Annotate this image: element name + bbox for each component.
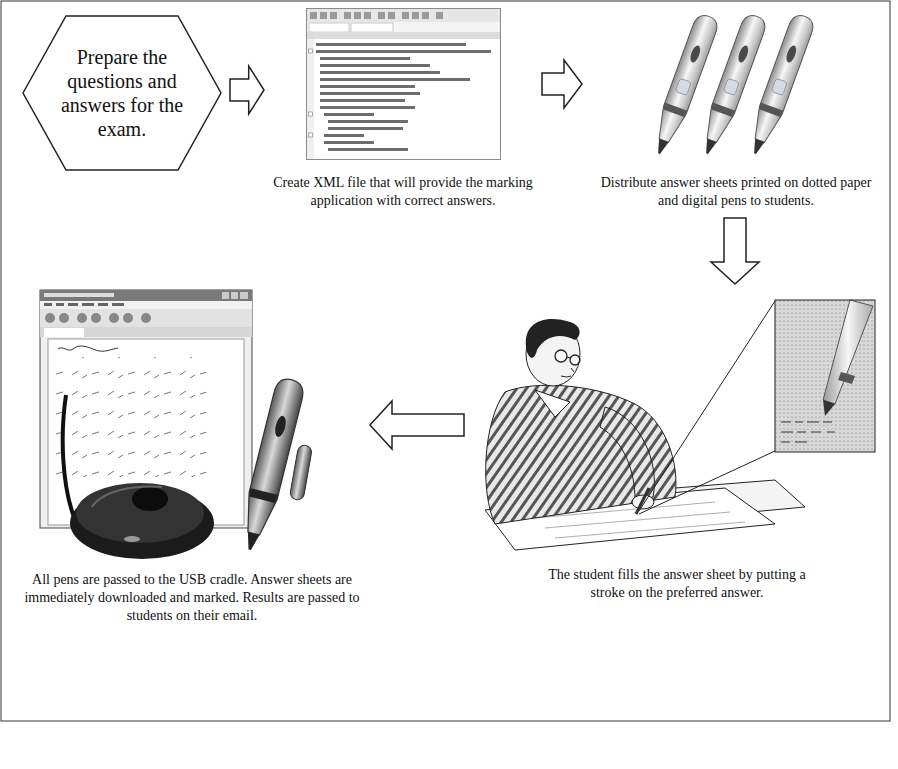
step-caption: Distribute answer sheets printed on dott… (590, 174, 882, 210)
student-figure (486, 319, 676, 524)
zoom-inset (775, 300, 875, 452)
step-caption: Create XML file that will provide the ma… (272, 174, 534, 210)
usb-cable (63, 395, 74, 517)
digital-pens (640, 8, 830, 163)
block-arrow (230, 66, 264, 114)
block-arrow (711, 218, 759, 284)
block-arrow (370, 401, 464, 449)
zoom-lines (639, 301, 775, 514)
block-arrow (542, 60, 582, 108)
software-window (40, 290, 252, 528)
frame-border (1, 1, 890, 721)
student-illustration (475, 292, 880, 557)
code-lines (316, 43, 491, 151)
marking-step: All pens are passed to the USB cradle. A… (22, 285, 362, 625)
shape-label: Prepare the questions and answers for th… (60, 45, 184, 141)
student-step: The student fills the answer sheet by pu… (472, 292, 882, 602)
toolbar-icons (310, 12, 443, 19)
usb-cradle (70, 483, 214, 559)
cradle-and-software (32, 285, 332, 565)
pen-icon (744, 12, 816, 157)
hexagon-outline (22, 15, 222, 171)
hexagon-shape (23, 16, 221, 170)
pen-distribution-step: Distribute answer sheets printed on dott… (590, 8, 882, 210)
step-caption: All pens are passed to the USB cradle. A… (22, 571, 362, 625)
xml-step: Create XML file that will provide the ma… (272, 8, 534, 210)
step-caption: The student fills the answer sheet by pu… (546, 566, 808, 602)
pen-cap (289, 444, 312, 501)
fold-markers (309, 49, 313, 137)
start-hexagon: Prepare the questions and answers for th… (22, 15, 222, 171)
xml-screenshot (306, 8, 501, 160)
